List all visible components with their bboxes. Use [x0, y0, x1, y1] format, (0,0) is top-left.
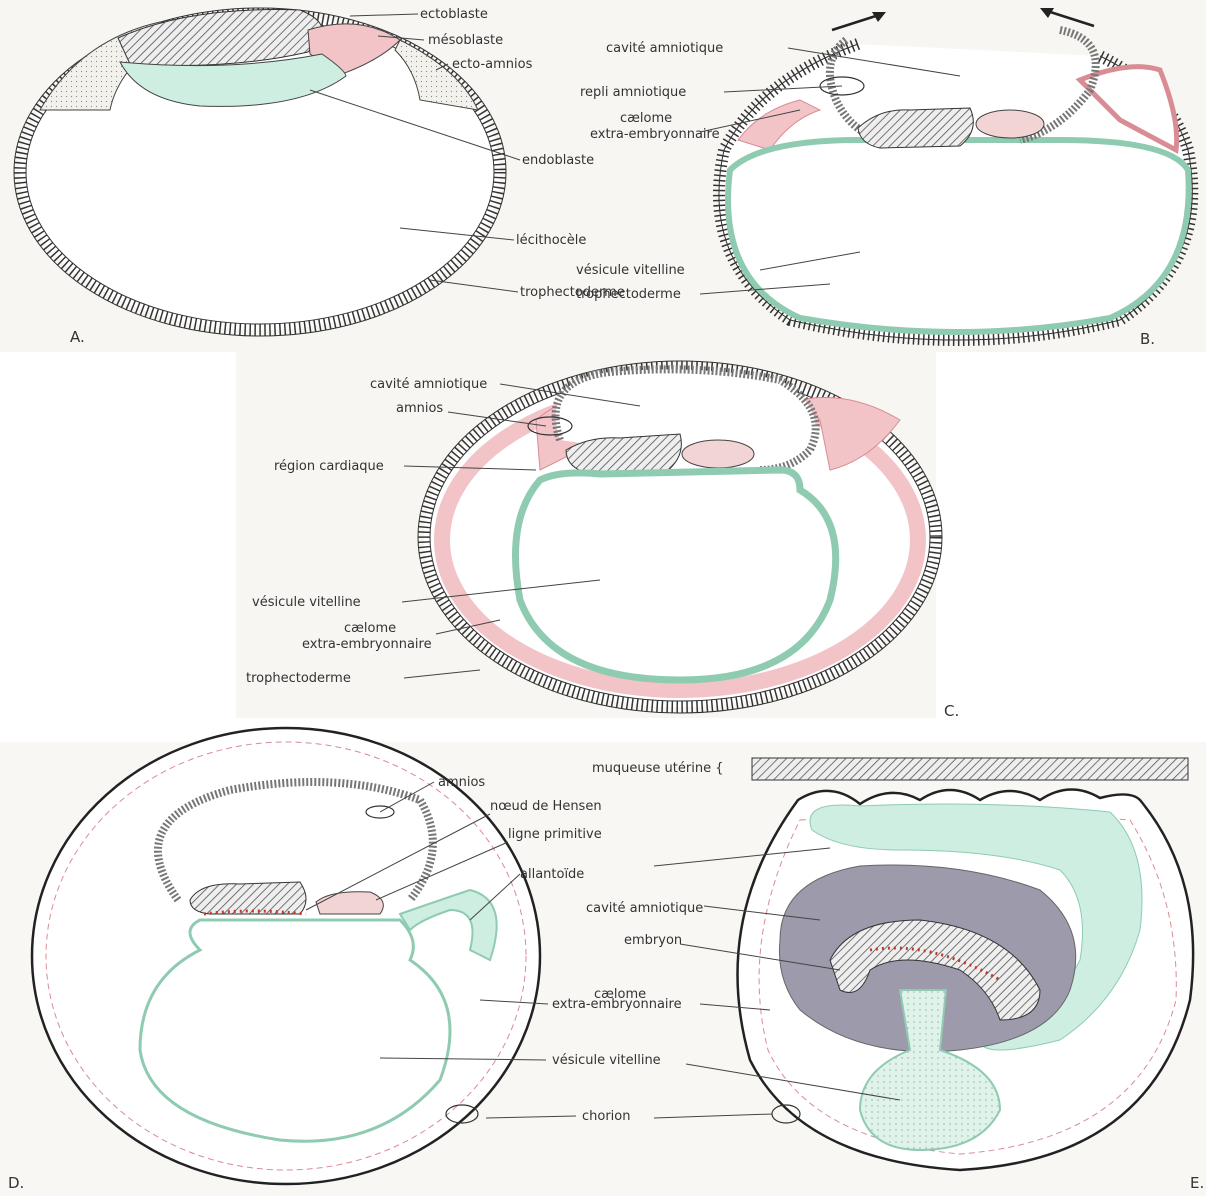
label-coelome-B-1: cælome — [620, 111, 672, 126]
panel-B-vesicule-vitelline — [728, 140, 1189, 332]
label-cavite-amniotique-D: cavité amniotique — [586, 901, 703, 916]
label-noeud-de-hensen: nœud de Hensen — [490, 799, 602, 814]
label-mesoblaste: mésoblaste — [428, 33, 503, 48]
label-allantoide: allantoïde — [520, 867, 584, 882]
panel-D-label: D. — [8, 1174, 24, 1192]
label-ligne-primitive: ligne primitive — [508, 827, 602, 842]
panel-B-label: B. — [1140, 330, 1155, 348]
panel-E-label: E. — [1190, 1174, 1204, 1192]
panel-E-muqueuse-uterine — [752, 758, 1188, 780]
label-coelome-C-2: extra-embryonnaire — [302, 637, 432, 652]
label-ecto-amnios: ecto-amnios — [452, 57, 533, 72]
label-embryon: embryon — [624, 933, 682, 948]
label-amnios-C: amnios — [396, 401, 443, 416]
label-trophectoderme-B: trophectoderme — [576, 287, 681, 302]
label-cavite-amniotique-B: cavité amniotique — [606, 41, 723, 56]
label-repli-amniotique: repli amniotique — [580, 85, 686, 100]
label-amnios-D: amnios — [438, 775, 485, 790]
panel-C-mesoblaste — [682, 440, 754, 468]
label-lecithocele: lécithocèle — [516, 233, 586, 248]
label-trophectoderme-C: trophectoderme — [246, 671, 351, 686]
label-cavite-amniotique-C: cavité amniotique — [370, 377, 487, 392]
label-region-cardiaque: région cardiaque — [274, 459, 384, 474]
label-vesicule-vitelline-C: vésicule vitelline — [252, 595, 361, 610]
panel-D-ectoblaste — [190, 882, 306, 914]
panel-B-mesoblaste — [976, 110, 1044, 138]
label-coelome-C-1: cælome — [344, 621, 396, 636]
panel-C-vesicule-vitelline — [516, 470, 836, 680]
label-chorion: chorion — [582, 1109, 631, 1124]
label-muqueuse-uterine: muqueuse utérine { — [592, 761, 723, 776]
label-vesicule-vitelline-D: vésicule vitelline — [552, 1053, 661, 1068]
label-coelome-B-2: extra-embryonnaire — [590, 127, 720, 142]
label-endoblaste: endoblaste — [522, 153, 594, 168]
label-vesicule-vitelline-B: vésicule vitelline — [576, 263, 685, 278]
label-ectoblaste: ectoblaste — [420, 7, 488, 22]
panel-C-label: C. — [944, 702, 959, 720]
label-coelome-D-2: extra-embryonnaire — [552, 997, 682, 1012]
panel-A-label: A. — [70, 328, 85, 346]
